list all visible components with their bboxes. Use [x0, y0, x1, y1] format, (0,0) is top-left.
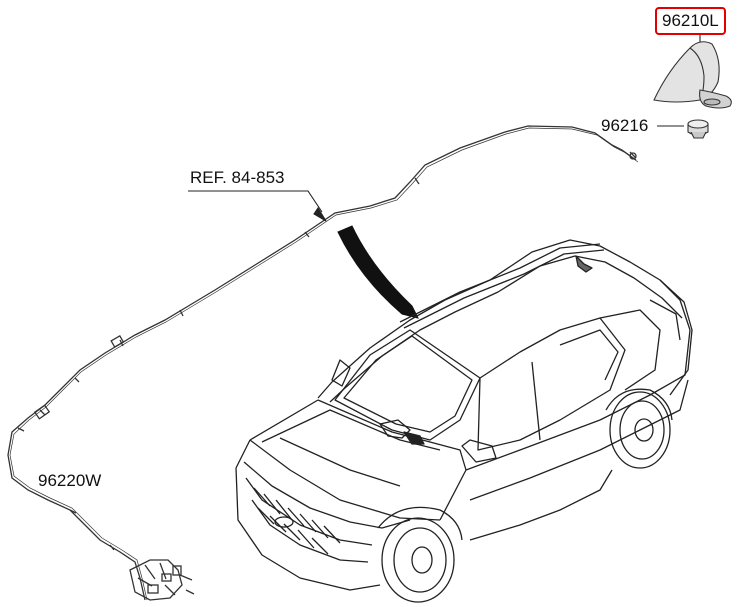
callout-arrow	[337, 225, 419, 319]
shark-fin-antenna	[653, 33, 732, 109]
grommet	[657, 119, 709, 139]
vehicle-outline	[235, 239, 693, 603]
antenna-cable-harness	[7, 125, 639, 601]
ref-label[interactable]: REF. 84-853	[190, 168, 285, 187]
part-label-96216[interactable]: 96216	[601, 116, 649, 135]
part-label-96220W[interactable]: 96220W	[38, 471, 102, 490]
ref-leader	[188, 190, 327, 222]
part-label-96210L[interactable]: 96210L	[655, 7, 726, 35]
